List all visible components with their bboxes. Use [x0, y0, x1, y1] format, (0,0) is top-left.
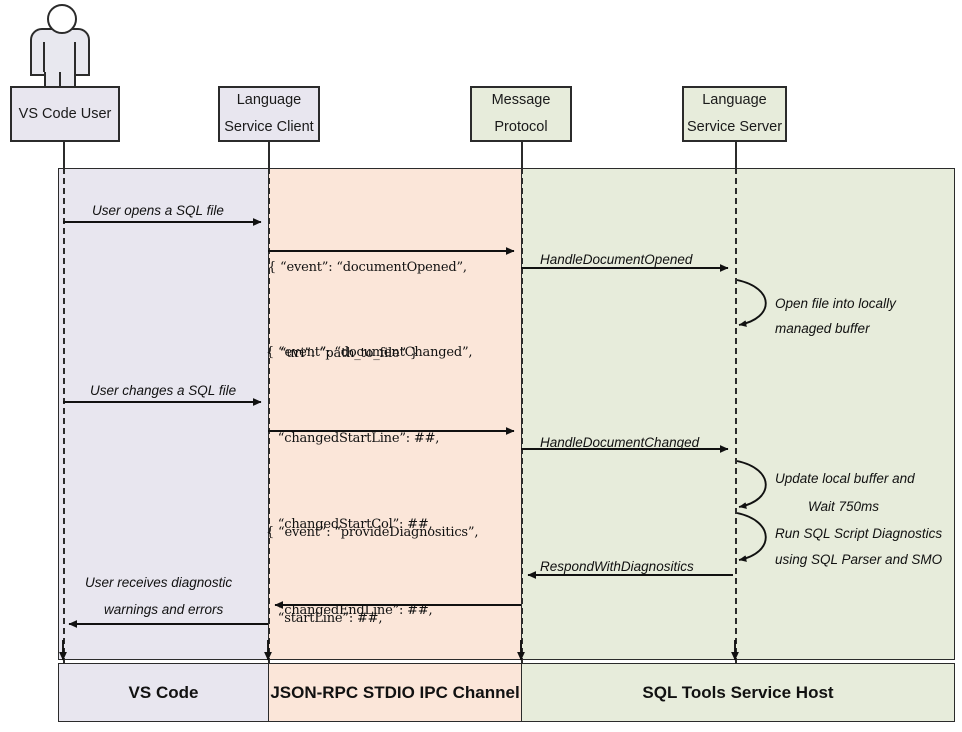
lifeline-ls-server — [735, 168, 737, 664]
json-line: “changedEndLine”: ##, — [266, 602, 433, 618]
footer-zone-jsonrpc: JSON-RPC STDIO IPC Channel — [268, 663, 522, 722]
participant-label-line1: VS Code User — [18, 105, 112, 122]
footer-zone-label: JSON-RPC STDIO IPC Channel — [270, 682, 520, 702]
message-label-user-opens: User opens a SQL file — [92, 203, 224, 218]
lifeline-ls-client — [268, 168, 270, 664]
message-label-handle-document-opened: HandleDocumentOpened — [540, 252, 693, 267]
lifeline-ls-server-stub — [735, 142, 737, 169]
message-label-user-changes: User changes a SQL file — [90, 383, 237, 398]
participant-label-line1: Message — [491, 92, 551, 109]
footer-zone-label: VS Code — [128, 682, 199, 702]
self-loop-label-run-diagnostics-1: Run SQL Script Diagnostics — [775, 526, 943, 541]
json-payload-document-opened: { “event”: “documentOpened”, “uri”: “pat… — [268, 197, 467, 426]
footer-zone-sql-tools: SQL Tools Service Host — [521, 663, 955, 722]
participant-label-line2: Protocol — [494, 119, 548, 135]
lifeline-vs-code-user — [63, 168, 65, 664]
self-loop-label-run-diagnostics-2: using SQL Parser and SMO — [775, 552, 943, 567]
json-line: { “event”: “documentOpened”, — [268, 260, 467, 276]
message-label-handle-document-changed: HandleDocumentChanged — [540, 435, 700, 450]
zone-band-ipc — [268, 168, 522, 660]
lifeline-msg-protocol-stub — [521, 142, 523, 169]
zone-band-service — [521, 168, 955, 660]
json-line: { “event”: “provideDiagnositics”, — [266, 525, 479, 541]
self-loop-label-update-buffer-2: Wait 750ms — [808, 499, 880, 514]
lifeline-vs-code-user-stub — [63, 142, 65, 169]
person-icon — [30, 4, 90, 102]
participant-label-line2: Service Server — [686, 119, 783, 135]
participant-label-line1: Language — [702, 92, 767, 109]
lifeline-ls-client-stub — [268, 142, 270, 169]
message-label-user-receives-2: warnings and errors — [104, 602, 224, 617]
json-line: “changedStartLine”: ##, — [266, 430, 440, 446]
participant-language-service-client[interactable]: Language Service Client — [218, 86, 320, 142]
footer-zone-vs-code: VS Code — [58, 663, 269, 722]
self-loop-label-open-file-1: Open file into locally — [775, 296, 896, 311]
lifeline-msg-protocol — [521, 168, 523, 664]
participant-vs-code-user[interactable]: VS Code User — [10, 86, 120, 142]
message-label-user-receives-1: User receives diagnostic — [85, 575, 233, 590]
participant-message-protocol[interactable]: Message Protocol — [470, 86, 572, 142]
json-line: “uri”: “path_to_file” } — [268, 345, 418, 361]
message-label-respond-with-diagnositics: RespondWithDiagnositics — [540, 559, 694, 574]
json-line: { “event”: “documentChanged”, — [266, 345, 473, 361]
json-line: “startLine”: ##, — [266, 610, 383, 626]
footer-zone-label: SQL Tools Service Host — [642, 682, 834, 702]
participant-language-service-server[interactable]: Language Service Server — [682, 86, 787, 142]
json-line: “changedStartCol”: ##, — [266, 516, 433, 532]
self-loop-label-open-file-2: managed buffer — [775, 321, 870, 336]
participant-label-line1: Language — [236, 92, 302, 109]
zone-band-vscode — [58, 168, 269, 660]
participant-label-line2: Service Client — [224, 119, 314, 135]
self-loop-label-update-buffer-1: Update local buffer and — [775, 471, 915, 486]
